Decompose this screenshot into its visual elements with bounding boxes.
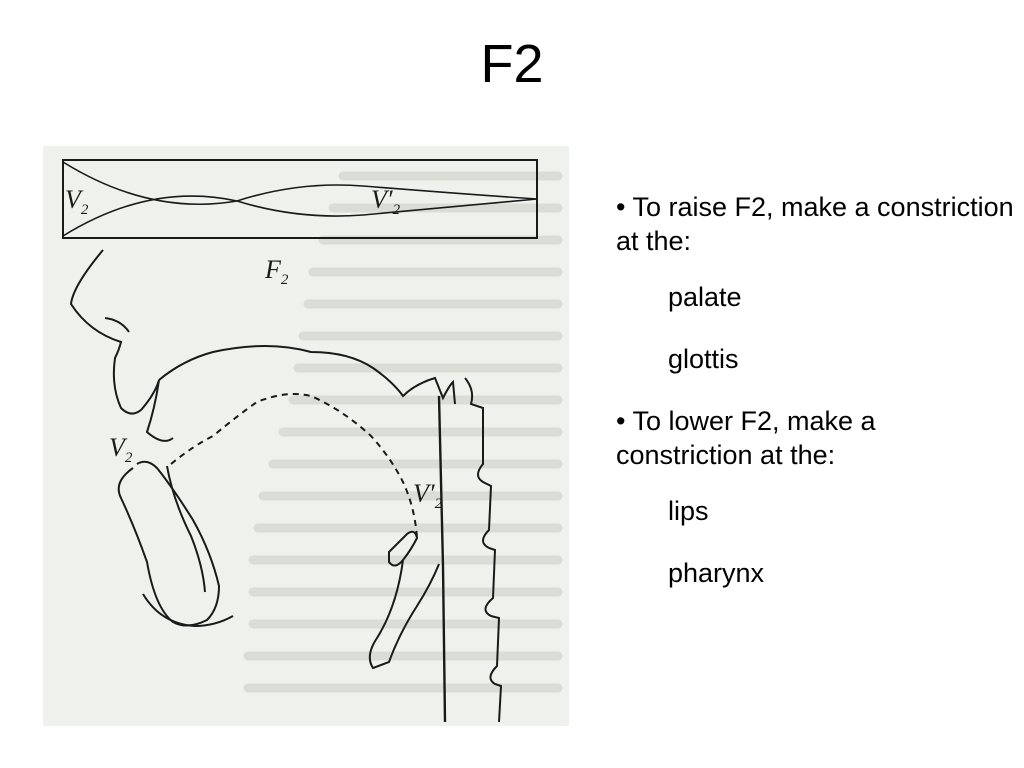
tongue-dashed-outline (170, 393, 418, 539)
larynx-outline (368, 559, 440, 670)
pharynx-back-wall (437, 395, 447, 723)
vocal-tract-figure: V2 V′2 F2 V2 V′2 (43, 146, 569, 726)
bullet-list: • To raise F2, make a constriction at th… (616, 190, 1016, 618)
formant-label: F2 (264, 255, 289, 288)
slide-title: F2 (480, 34, 544, 94)
wave-upper-curve (62, 161, 538, 206)
bullet-raise-f2: • To raise F2, make a constriction at th… (616, 192, 1014, 256)
face-profile-outline (69, 249, 174, 442)
subitem-lips: lips (668, 496, 709, 526)
vocal-tract-diagram: V2 V′2 F2 V2 V′2 (43, 146, 569, 726)
jaw-outline (117, 460, 221, 627)
tube-left-label: V2 (65, 185, 89, 218)
wave-lower-curve (62, 195, 538, 237)
bullet-lower-f2: • To lower F2, make a constriction at th… (616, 406, 876, 470)
palate-outline (158, 345, 456, 405)
epiglottis-outline (388, 530, 419, 567)
tube-right-label: V′2 (371, 185, 401, 218)
subitem-pharynx: pharynx (668, 558, 765, 588)
spine-outline (464, 377, 503, 723)
tract-lips-label: V2 (109, 433, 133, 466)
chin-underside (142, 593, 234, 628)
subitem-glottis: glottis (668, 344, 739, 374)
nostril-line (104, 317, 130, 333)
lower-teeth-line (166, 465, 206, 593)
subitem-palate: palate (668, 282, 742, 312)
tract-pharynx-label: V′2 (413, 479, 443, 512)
